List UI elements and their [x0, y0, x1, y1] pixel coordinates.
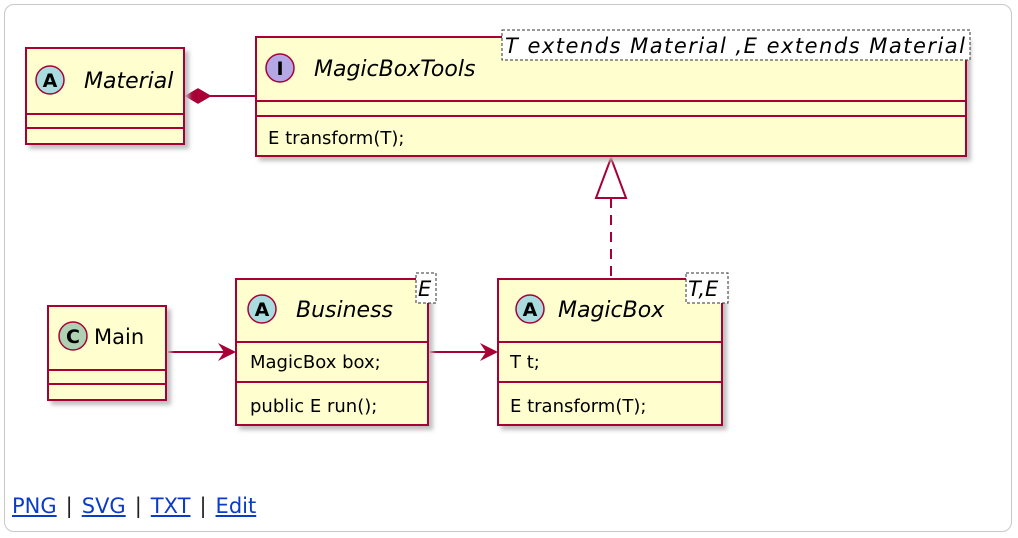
interface-magicboxtools[interactable]: T extends Material ,E extends Material I…	[255, 29, 971, 157]
separator: |	[65, 494, 73, 518]
realization-arrowhead	[594, 155, 628, 199]
class-business[interactable]: E A Business MagicBox box; public E run(…	[235, 272, 437, 426]
stereotype-letter: I	[276, 58, 283, 80]
export-links: PNG | SVG | TXT | Edit	[12, 494, 256, 518]
composition-diamond	[184, 88, 212, 104]
abstract-class-badge-icon	[247, 294, 277, 324]
realization-relation	[594, 155, 628, 278]
interface-badge-icon	[265, 53, 295, 83]
generic-params-box	[501, 29, 971, 61]
generic-params: T extends Material ,E extends Material	[505, 34, 965, 58]
stereotype-letter: A	[523, 299, 538, 321]
uml-class-diagram: A Material T extends Material ,E extends…	[25, 29, 971, 426]
class-name: MagicBoxTools	[314, 57, 475, 82]
separator: |	[134, 494, 142, 518]
class-name: Material	[84, 69, 173, 94]
class-material[interactable]: A Material	[25, 47, 185, 145]
png-link[interactable]: PNG	[12, 494, 57, 518]
generic-params-box	[685, 272, 729, 304]
arrowhead	[218, 343, 236, 361]
field: MagicBox box;	[250, 352, 381, 373]
generic-params: T,E	[688, 277, 719, 301]
stereotype-letter: C	[66, 326, 80, 348]
abstract-class-badge-icon	[35, 65, 65, 95]
stereotype-letter: A	[43, 70, 58, 92]
stereotype-letter: A	[255, 299, 270, 321]
class-name: MagicBox	[558, 298, 665, 323]
association-main-business	[168, 343, 236, 361]
separator: |	[199, 494, 207, 518]
generic-params: E	[418, 277, 432, 301]
composition-relation	[184, 88, 256, 104]
field: T t;	[509, 352, 540, 373]
generic-params-box	[415, 272, 437, 304]
class-name: Main	[94, 325, 144, 349]
class-name: Business	[296, 298, 393, 323]
svg-link[interactable]: SVG	[81, 494, 126, 518]
method: public E run();	[250, 396, 377, 417]
edit-link[interactable]: Edit	[215, 494, 257, 518]
method: E transform(T);	[510, 396, 646, 417]
class-badge-icon	[58, 321, 88, 351]
abstract-class-badge-icon	[515, 294, 545, 324]
class-magicbox[interactable]: T,E A MagicBox T t; E transform(T);	[497, 272, 729, 426]
arrowhead	[480, 343, 498, 361]
txt-link[interactable]: TXT	[150, 494, 191, 518]
association-business-magicbox	[430, 343, 498, 361]
method: E transform(T);	[268, 128, 404, 149]
class-main[interactable]: C Main	[47, 305, 167, 401]
